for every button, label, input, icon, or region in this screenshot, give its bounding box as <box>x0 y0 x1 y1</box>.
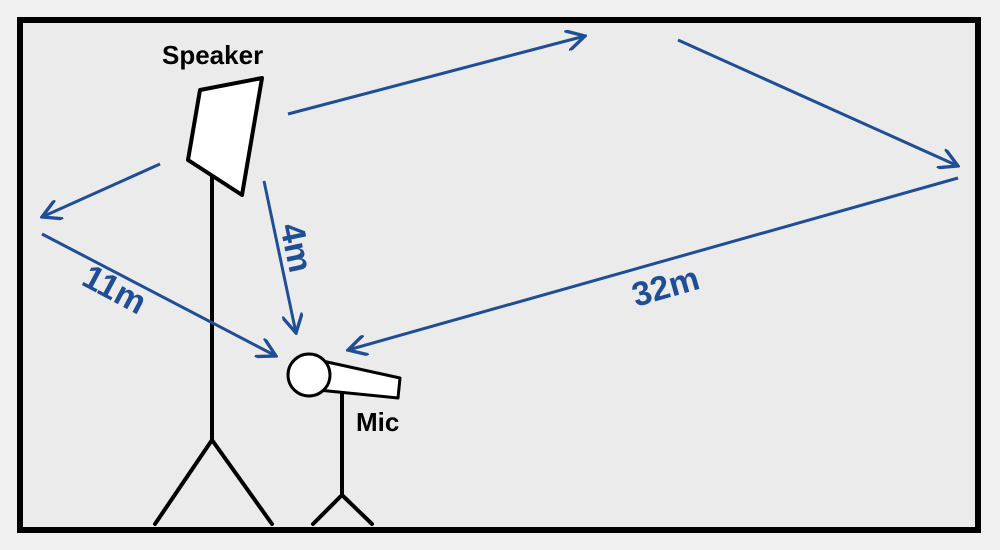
microphone-icon <box>286 352 332 398</box>
mic-stand-legs <box>311 493 374 526</box>
arrow-right-wall-to-mic <box>348 176 959 350</box>
arrow-left-wall-to-mic <box>41 232 276 356</box>
speaker-icon <box>186 76 264 197</box>
speaker-label: Speaker <box>162 40 263 70</box>
room-outline <box>17 17 981 533</box>
arrow-direct-to-mic <box>262 180 296 333</box>
mic-label: Mic <box>356 407 399 437</box>
speaker-stand-legs <box>153 438 274 526</box>
arrow-speaker-to-left-wall <box>42 162 161 217</box>
arrow-speaker-to-ceiling <box>287 36 585 116</box>
arrow-to-right-wall <box>677 38 958 166</box>
